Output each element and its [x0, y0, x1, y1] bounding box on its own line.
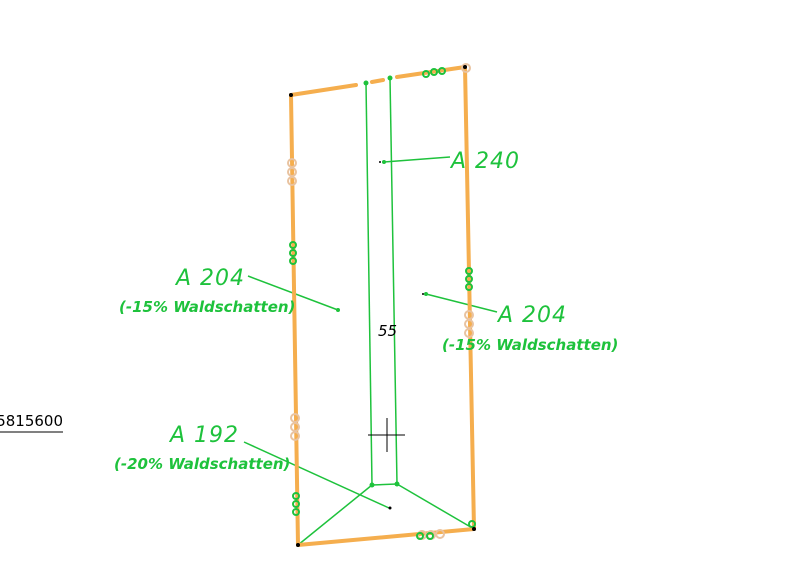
leader-line-top — [383, 156, 451, 163]
green-dots — [336, 75, 428, 488]
parcel-note-bottom: (-20% Waldschatten) — [114, 455, 290, 473]
parcel-label-bottom: A 192 — [168, 423, 239, 448]
parcel-note-left: (-15% Waldschatten) — [119, 298, 295, 316]
boundary-right — [463, 65, 476, 531]
path-diagonal-right — [396, 483, 475, 530]
boundary-bottom — [296, 527, 476, 547]
parcel-label-right: A 204 — [496, 303, 567, 328]
parcel-label-left: A 204 — [174, 266, 245, 291]
path-right-edge — [389, 77, 398, 485]
path-left-edge — [365, 82, 373, 486]
leader-line-bottom — [243, 441, 390, 509]
coordinate-label: 5815600 — [0, 412, 63, 430]
boundary-top-segment-2 — [370, 78, 385, 84]
crosshair-icon — [368, 418, 405, 452]
parcel-boundary — [289, 65, 476, 547]
path-diagonal-left — [297, 484, 373, 546]
green-markers — [289, 67, 476, 540]
boundary-left — [289, 93, 300, 547]
boundary-top-segment-1 — [289, 83, 358, 97]
vertex-point-icon — [289, 65, 476, 547]
path-bottom-edge — [371, 483, 398, 486]
path-number-label: 55 — [378, 322, 397, 340]
annotation-lines — [243, 77, 498, 546]
leader-line-right — [425, 293, 498, 313]
parcel-note-right: (-15% Waldschatten) — [442, 336, 618, 354]
parcel-label-top: A 240 — [449, 149, 520, 174]
